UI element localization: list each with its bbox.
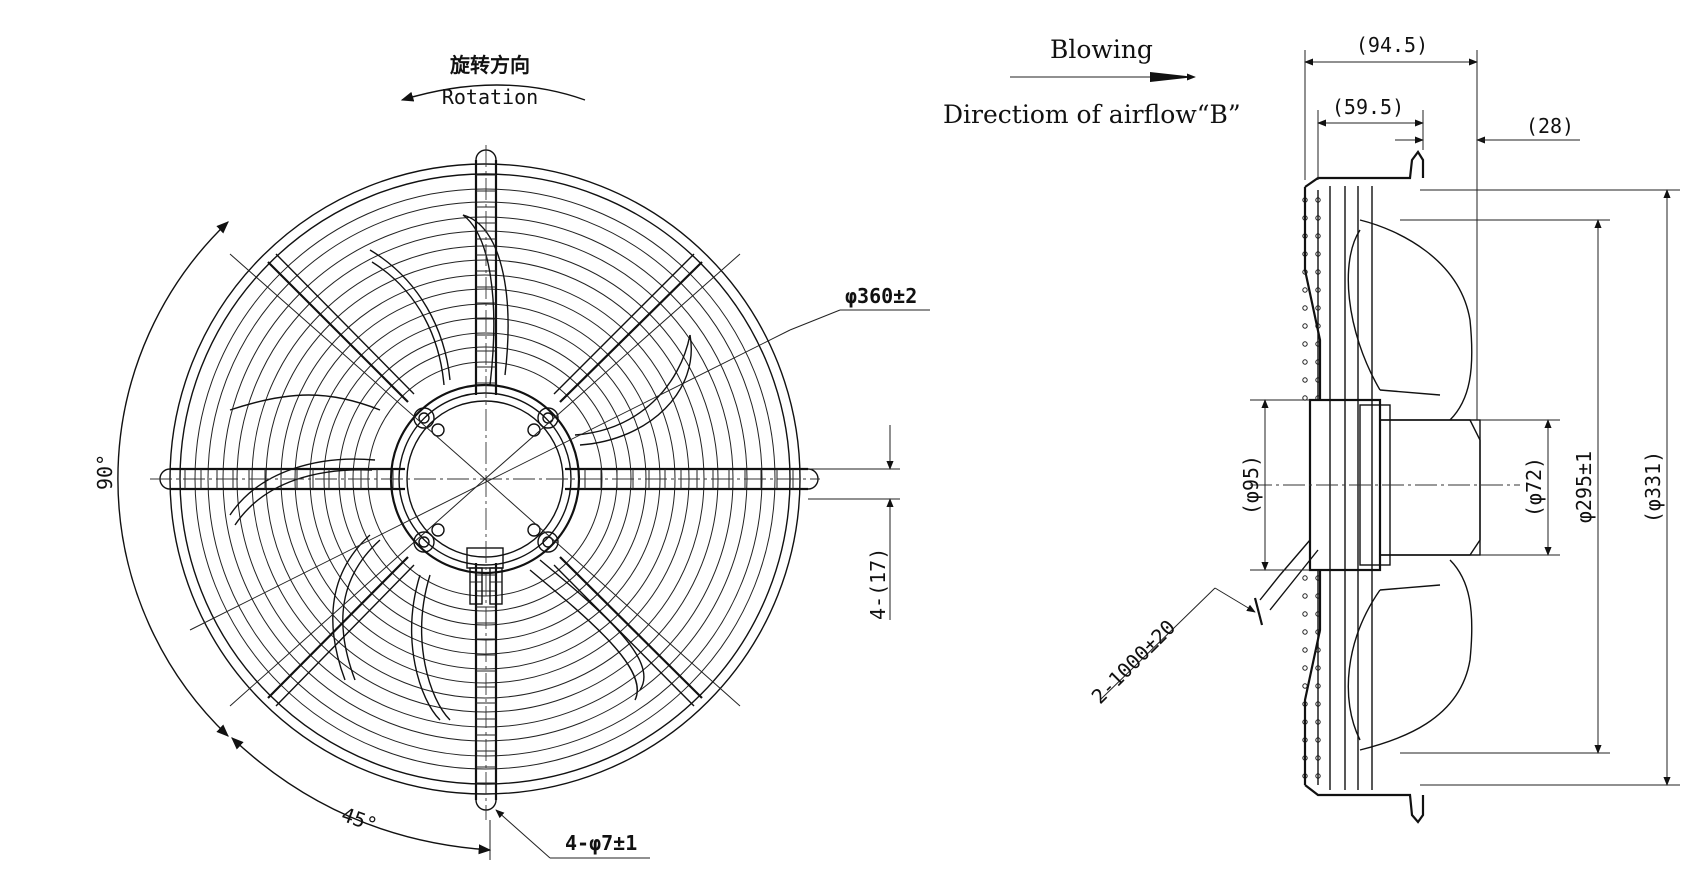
front-view: 旋转方向 Rotation 90° 45° φ360±2 4-(17) 4-φ7… xyxy=(93,53,1321,860)
guard-wire-section xyxy=(1302,611,1308,617)
angle-90-arc xyxy=(117,221,229,737)
guard-wire-section xyxy=(1302,647,1308,653)
airflow-direction-label: Directiom of airflow“B” xyxy=(943,100,1241,129)
overall-depth-label: (94.5) xyxy=(1356,33,1428,57)
guard-wire-section xyxy=(1302,287,1308,293)
blade-depth-label: (59.5) xyxy=(1332,95,1404,119)
motor-diameter-label: (φ72) xyxy=(1522,457,1546,517)
rotation-arrow-icon xyxy=(400,84,586,102)
rotation-label-cn: 旋转方向 xyxy=(449,53,530,77)
guard-wire-section xyxy=(1302,377,1308,383)
guard-wire-section xyxy=(1302,593,1308,599)
mount-holes-label: 4-φ7±1 xyxy=(565,831,637,855)
guard-wire-section xyxy=(1302,575,1308,581)
motor-hub xyxy=(389,383,581,605)
ring-diameter-label: (φ331) xyxy=(1641,451,1665,523)
airflow-annotation: Blowing Directiom of airflow“B” xyxy=(943,35,1241,129)
rotation-label-en: Rotation xyxy=(442,85,538,109)
flange-offset-label: (28) xyxy=(1526,114,1574,138)
blade-diameter-label: φ295±1 xyxy=(1572,451,1596,523)
cable-length-label: 2-1000±20 xyxy=(1087,615,1181,709)
angle-45-label: 45° xyxy=(338,802,380,837)
angle-45-arc xyxy=(231,737,492,855)
guard-wire-section xyxy=(1302,665,1308,671)
slot-width-label: 4-(17) xyxy=(866,548,890,620)
guard-diameter-label: φ360±2 xyxy=(845,284,917,308)
guard-wire-section xyxy=(1302,629,1308,635)
hub-diameter-label: (φ95) xyxy=(1239,455,1263,515)
guard-wire-section xyxy=(1302,323,1308,329)
angle-90-label: 90° xyxy=(93,454,117,490)
side-view: (94.5) (59.5) (28) (φ95) (φ72) φ295±1 (φ… xyxy=(1087,33,1680,824)
guard-wire-section xyxy=(1302,341,1308,347)
guard-wire-section xyxy=(1302,359,1308,365)
blowing-label: Blowing xyxy=(1050,35,1153,64)
guard-wire-section xyxy=(1302,683,1308,689)
guard-wire-section xyxy=(1302,305,1308,311)
fan-blades xyxy=(229,214,692,721)
